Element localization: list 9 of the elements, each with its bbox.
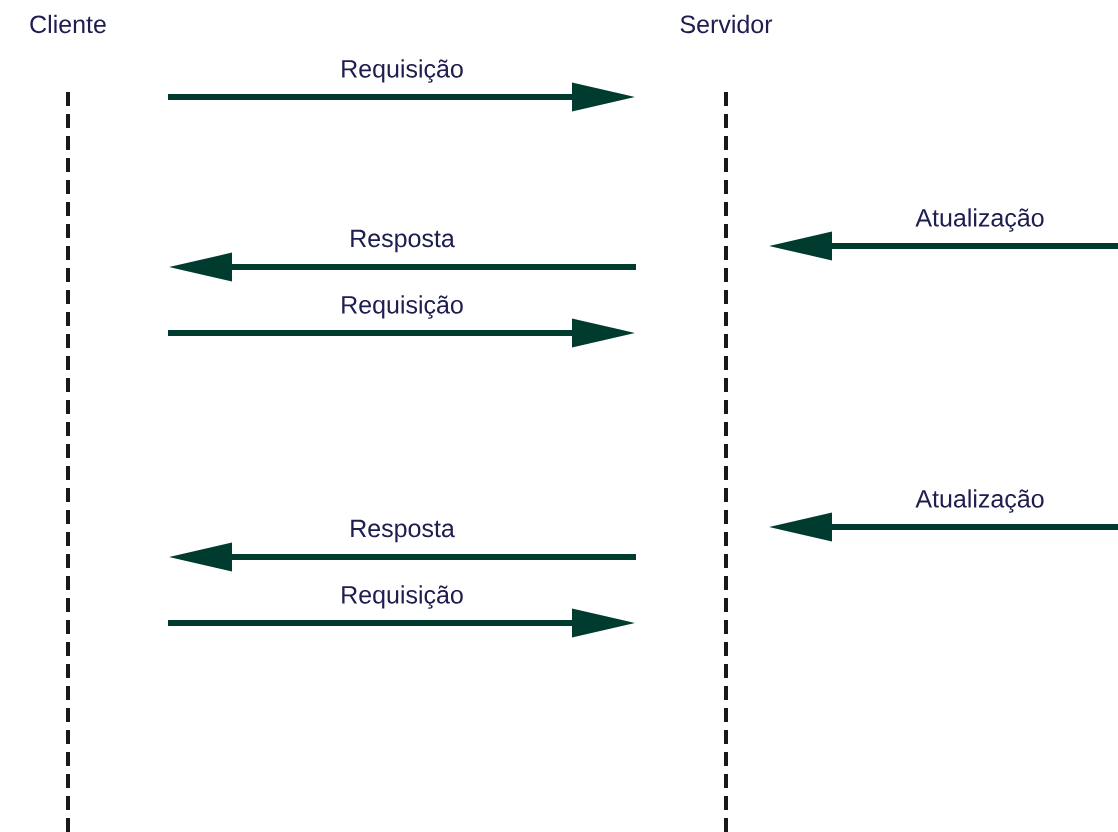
edge-label: Requisição (339, 58, 465, 84)
edge-label: Atualização (914, 207, 1046, 233)
edge-label: Requisição (339, 294, 465, 320)
edge-label: Requisição (339, 584, 465, 610)
edge-label: Atualização (914, 488, 1046, 514)
edge-label: Resposta (348, 518, 456, 544)
lifeline-header: Servidor (680, 14, 773, 34)
edge-label: Resposta (348, 228, 456, 254)
lifeline-header: Cliente (30, 14, 106, 34)
